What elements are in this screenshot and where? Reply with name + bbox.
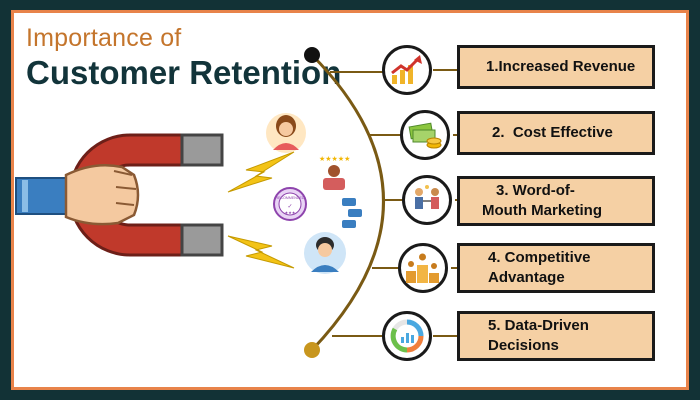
lightning-bolt-icon (227, 151, 295, 193)
data-analytics-icon (382, 311, 432, 361)
people-network-icon (402, 175, 452, 225)
card-label-2: 2. Cost Effective (492, 124, 613, 141)
magnet-pole-bottom (180, 223, 224, 257)
card-label-5-line-1: 5. Data-Driven (488, 317, 589, 334)
magnet-hand-illustration (15, 133, 224, 257)
customer-rating-icon: ★★★★★ (319, 155, 350, 190)
card-label-4-line-1: 4. Competitive (488, 249, 591, 266)
title-line-1: Importance of (26, 24, 182, 52)
svg-text:★★★: ★★★ (285, 210, 296, 215)
svg-text:★★★★★: ★★★★★ (319, 155, 350, 163)
customer-man-icon (304, 232, 346, 274)
card-label-5-line-2: Decisions (488, 337, 559, 354)
card-data-driven: 5. Data-Driven Decisions (457, 311, 655, 361)
card-cost-effective: 2. Cost Effective (457, 111, 655, 155)
card-label-3-line-1: 3. Word-of- (496, 182, 575, 199)
revenue-chart-icon (382, 45, 432, 95)
magnet-pole-top (180, 133, 224, 167)
arc-line (310, 53, 385, 352)
arc-top-dot (304, 47, 320, 63)
card-label-3-line-2: Mouth Marketing (482, 202, 602, 219)
lightning-bolt-icon (227, 235, 295, 269)
card-increased-revenue: 1.Increased Revenue (457, 45, 655, 89)
card-word-of-mouth: 3. Word-of- Mouth Marketing (457, 176, 655, 226)
customer-woman-icon (266, 113, 306, 153)
recommended-badge-icon: RECOMMENDED ✓ ★★★ (273, 187, 307, 221)
svg-text:✓: ✓ (287, 204, 292, 210)
card-competitive-advantage: 4. Competitive Advantage (457, 243, 655, 293)
card-label-1: 1.Increased Revenue (486, 58, 636, 75)
title-line-2: Customer Retention (26, 54, 342, 91)
arc-bottom-dot (304, 342, 320, 358)
fist-icon (64, 164, 140, 226)
badge-text: RECOMMENDED (276, 196, 305, 200)
chat-bubbles-icon (342, 198, 362, 228)
podium-icon (398, 243, 448, 293)
money-coins-icon (400, 110, 450, 160)
card-label-4-line-2: Advantage (488, 269, 565, 286)
